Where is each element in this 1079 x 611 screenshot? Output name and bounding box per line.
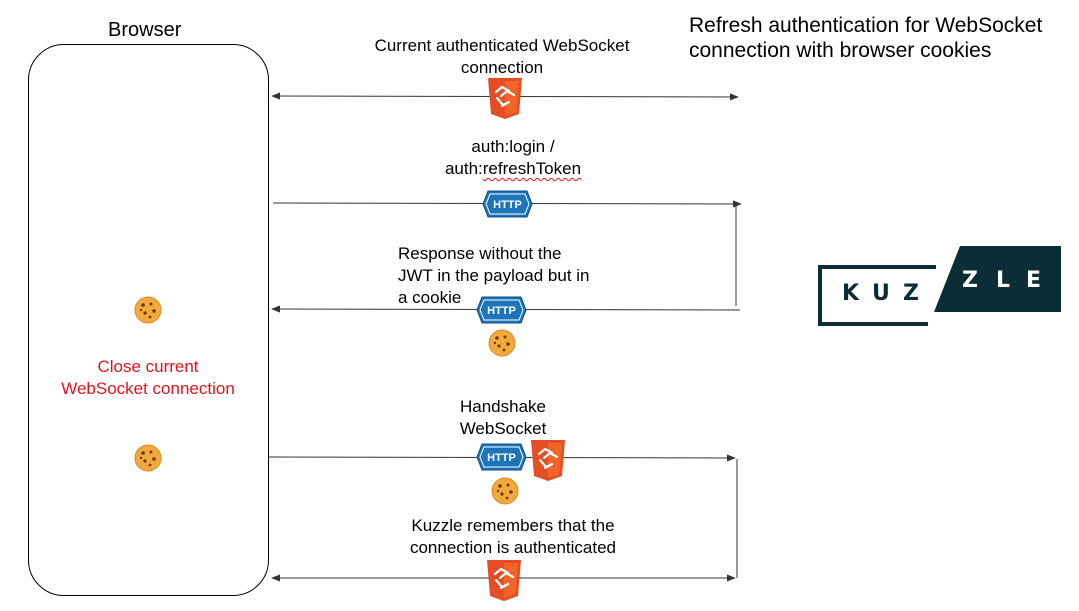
step3-label: Response without the JWT in the payload … (398, 243, 638, 309)
step4-line-2: WebSocket (459, 419, 547, 438)
step4-line-1: Handshake (459, 397, 546, 416)
step1-line-2: connection (460, 58, 544, 77)
step1-line-1: Current authenticated WebSocket (374, 36, 630, 55)
kuzzle-logo: K U Z Z L E (818, 246, 1061, 326)
step3-line-1: Response without the (398, 244, 562, 263)
close-connection-label: Close current WebSocket connection (38, 356, 258, 400)
title-line-2: connection with browser cookies (689, 39, 992, 62)
cookie-icon (488, 329, 516, 357)
http-badge-icon: HTTP (482, 190, 533, 218)
http-badge-text: HTTP (487, 305, 516, 317)
step2-label: auth:login / auth:refreshToken (413, 136, 613, 180)
step3-line-3: a cookie (398, 288, 462, 307)
html5-websocket-icon (531, 440, 565, 481)
http-badge-text: HTTP (493, 199, 522, 211)
logo-letter-z1: Z (903, 281, 919, 306)
browser-box (28, 44, 269, 596)
step2-line-2: auth:refreshToken (413, 158, 613, 180)
html5-websocket-icon (488, 78, 522, 119)
step5-line-1: Kuzzle remembers that the (411, 516, 615, 535)
cookie-icon (134, 444, 162, 472)
http-badge-icon: HTTP (476, 296, 527, 324)
step5-line-2: connection is authenticated (409, 538, 617, 557)
step4-label: Handshake WebSocket (430, 396, 576, 440)
logo-letter-u: U (872, 281, 890, 306)
step5-label: Kuzzle remembers that the connection is … (383, 515, 643, 559)
title-line-1: Refresh authentication for WebSocket (689, 14, 1043, 37)
step1-label: Current authenticated WebSocket connecti… (352, 35, 652, 79)
close-line-1: Close current (97, 357, 199, 376)
step2-line-2-word: refreshToken (482, 159, 582, 178)
logo-letter-l: L (996, 268, 1010, 293)
logo-letter-k: K (842, 281, 860, 306)
http-badge-text: HTTP (487, 452, 516, 464)
step2-line-2-prefix: auth: (444, 159, 483, 178)
logo-letter-z2: Z (962, 268, 978, 293)
step2-line-1: auth:login / (471, 137, 555, 156)
cookie-icon (491, 477, 519, 505)
logo-letter-e: E (1026, 268, 1041, 293)
close-line-2: WebSocket connection (61, 379, 235, 398)
cookie-icon (134, 296, 162, 324)
step3-line-2: JWT in the payload but in (398, 266, 590, 285)
html5-websocket-icon (487, 560, 521, 601)
browser-label: Browser (108, 19, 182, 41)
http-badge-icon: HTTP (476, 443, 527, 471)
diagram-title: Refresh authentication for WebSocket con… (689, 13, 1042, 63)
